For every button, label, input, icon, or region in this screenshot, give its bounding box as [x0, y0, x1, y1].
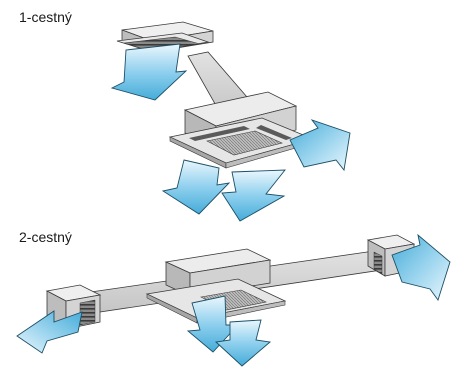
airflow-arrow-center-right: [214, 319, 272, 367]
airflow-arrow-far-right: [391, 233, 451, 301]
two-way-system: [16, 233, 451, 367]
one-way-system: [110, 21, 351, 222]
airflow-arrow-top-left: [110, 43, 188, 101]
airflow-arrow-far-left: [16, 310, 83, 354]
label-one-way: 1-cestný: [19, 9, 72, 25]
airflow-arrow-right: [289, 119, 351, 172]
cassette-unit-main: [168, 91, 315, 169]
label-two-way: 2-cestný: [19, 229, 72, 245]
airflow-arrow-center-left: [186, 295, 240, 353]
airflow-arrow-down-left: [161, 159, 231, 215]
airflow-arrow-down-center: [221, 169, 286, 222]
outlet-unit-top: [116, 21, 214, 53]
